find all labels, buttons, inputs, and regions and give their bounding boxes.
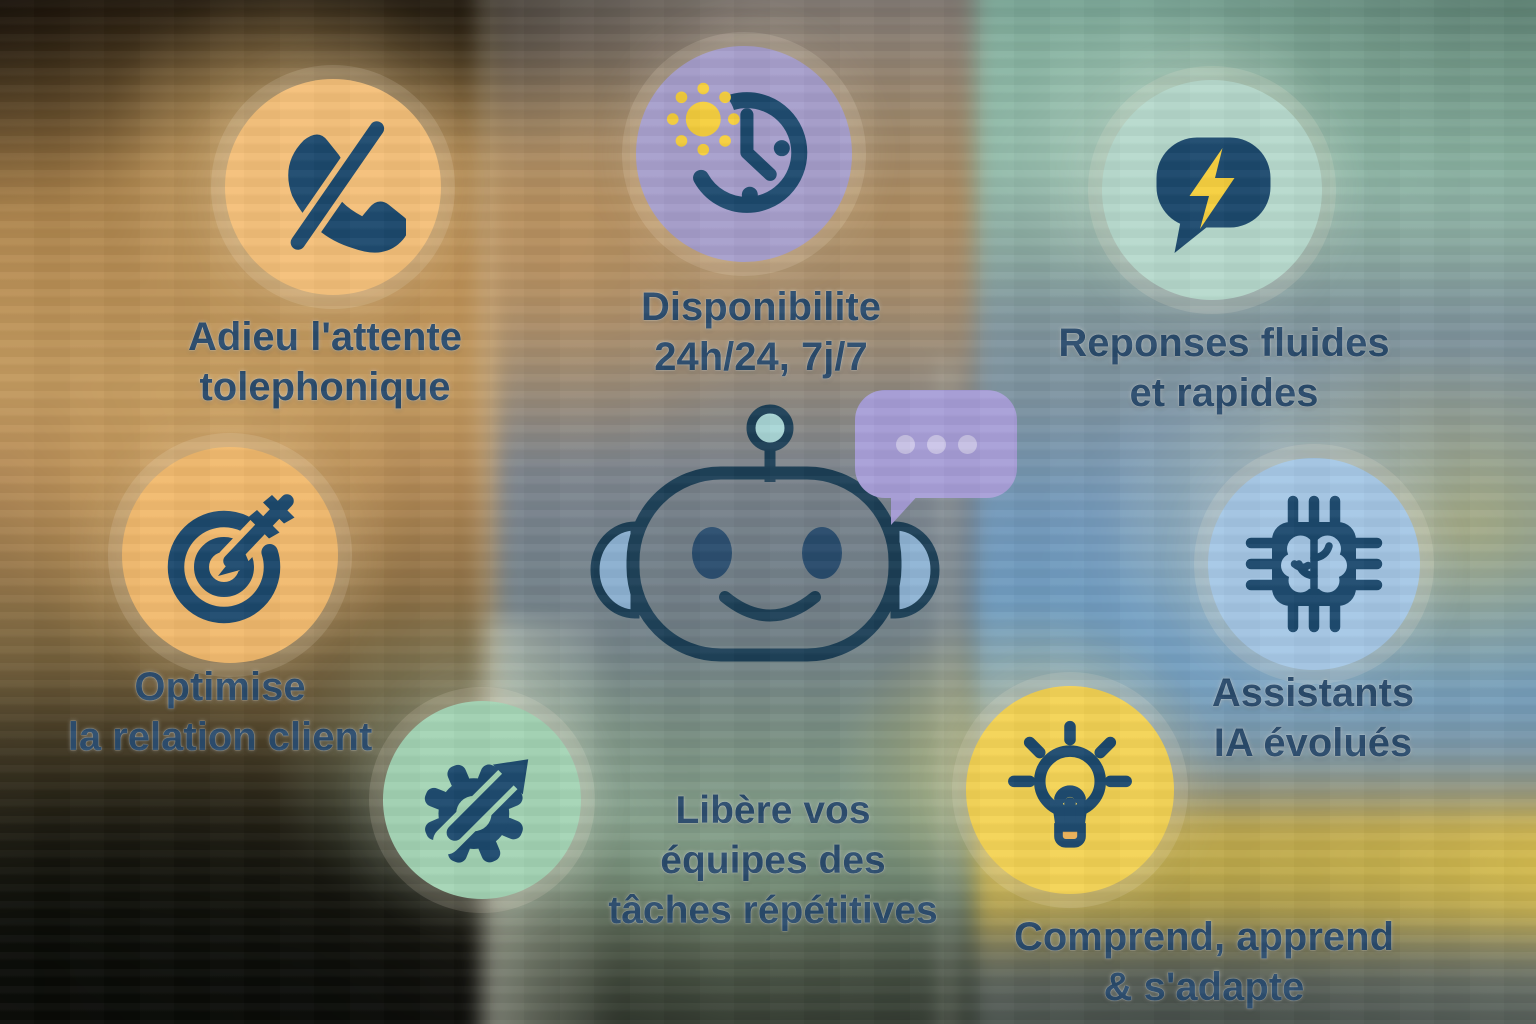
label-line: 24h/24, 7j/7 [654, 335, 868, 379]
bubble-dot [957, 434, 977, 454]
label-line: IA évolués [1213, 721, 1413, 765]
feature-circle-no-phone-wait [225, 79, 441, 295]
robot-ear-right [890, 521, 940, 619]
feature-circle-fluid-responses [1102, 80, 1322, 300]
label-line: équipes des [660, 839, 886, 882]
sun-icon [666, 82, 740, 156]
background-seam-right [944, 360, 952, 1024]
target-arrow-icon [167, 487, 301, 624]
label-line: et rapides [1129, 371, 1319, 415]
label-line: Adieu l'attente [188, 315, 462, 359]
lightning-bolt-icon [1189, 148, 1235, 229]
speech-bubble-icon [855, 390, 1017, 525]
feature-circle-ai-assistants [1208, 458, 1420, 670]
feature-circle-understands-adapts [966, 686, 1174, 894]
robot-ear-left [590, 521, 640, 619]
robot-smile [719, 591, 821, 622]
label-line: Disponibilite [641, 285, 881, 329]
chatbot-robot-icon [590, 404, 940, 662]
label-line: Reponses fluides [1058, 321, 1390, 365]
phone-slash-icon [284, 115, 406, 256]
feature-label-fluid-responses: Reponses fluides et rapides [964, 318, 1484, 418]
label-line: Comprend, apprend [1013, 915, 1395, 959]
label-line: & s'adapte [1103, 965, 1305, 1009]
background-seam-left [482, 0, 490, 1024]
bubble-dot [895, 434, 915, 454]
label-line: tolephonique [199, 365, 451, 409]
label-line: la relation client [67, 715, 373, 759]
feature-label-understands-adapts: Comprend, apprend & s'adapte [944, 912, 1464, 1012]
chat-lightning-icon [1156, 137, 1271, 253]
feature-label-customer-relation: Optimise la relation client [0, 662, 480, 762]
bubble-dot [926, 434, 946, 454]
feature-label-ai-assistants: Assistants IA évolués [1053, 668, 1536, 768]
chip-brain-icon [1245, 495, 1383, 633]
robot-eye-right [802, 527, 842, 579]
feature-circle-customer-relation [122, 447, 338, 663]
feature-label-availability: Disponibilite 24h/24, 7j/7 [501, 282, 1021, 382]
gear-arrow-icon [424, 745, 542, 863]
antenna-ball [746, 404, 794, 452]
lightbulb-icon [1008, 720, 1132, 848]
feature-circle-free-teams [383, 701, 581, 899]
robot-head [626, 466, 902, 662]
label-line: Assistants [1211, 671, 1415, 715]
clock-sun-icon [666, 82, 808, 213]
label-line: tâches répétitives [608, 889, 938, 932]
feature-label-free-teams: Libère vos équipes des tâches répétitive… [513, 786, 1033, 936]
label-line: Libère vos [675, 789, 871, 832]
feature-label-no-phone-wait: Adieu l'attente tolephonique [65, 312, 585, 412]
robot-eye-left [692, 527, 732, 579]
label-line: Optimise [134, 665, 306, 709]
feature-circle-availability [636, 46, 852, 262]
